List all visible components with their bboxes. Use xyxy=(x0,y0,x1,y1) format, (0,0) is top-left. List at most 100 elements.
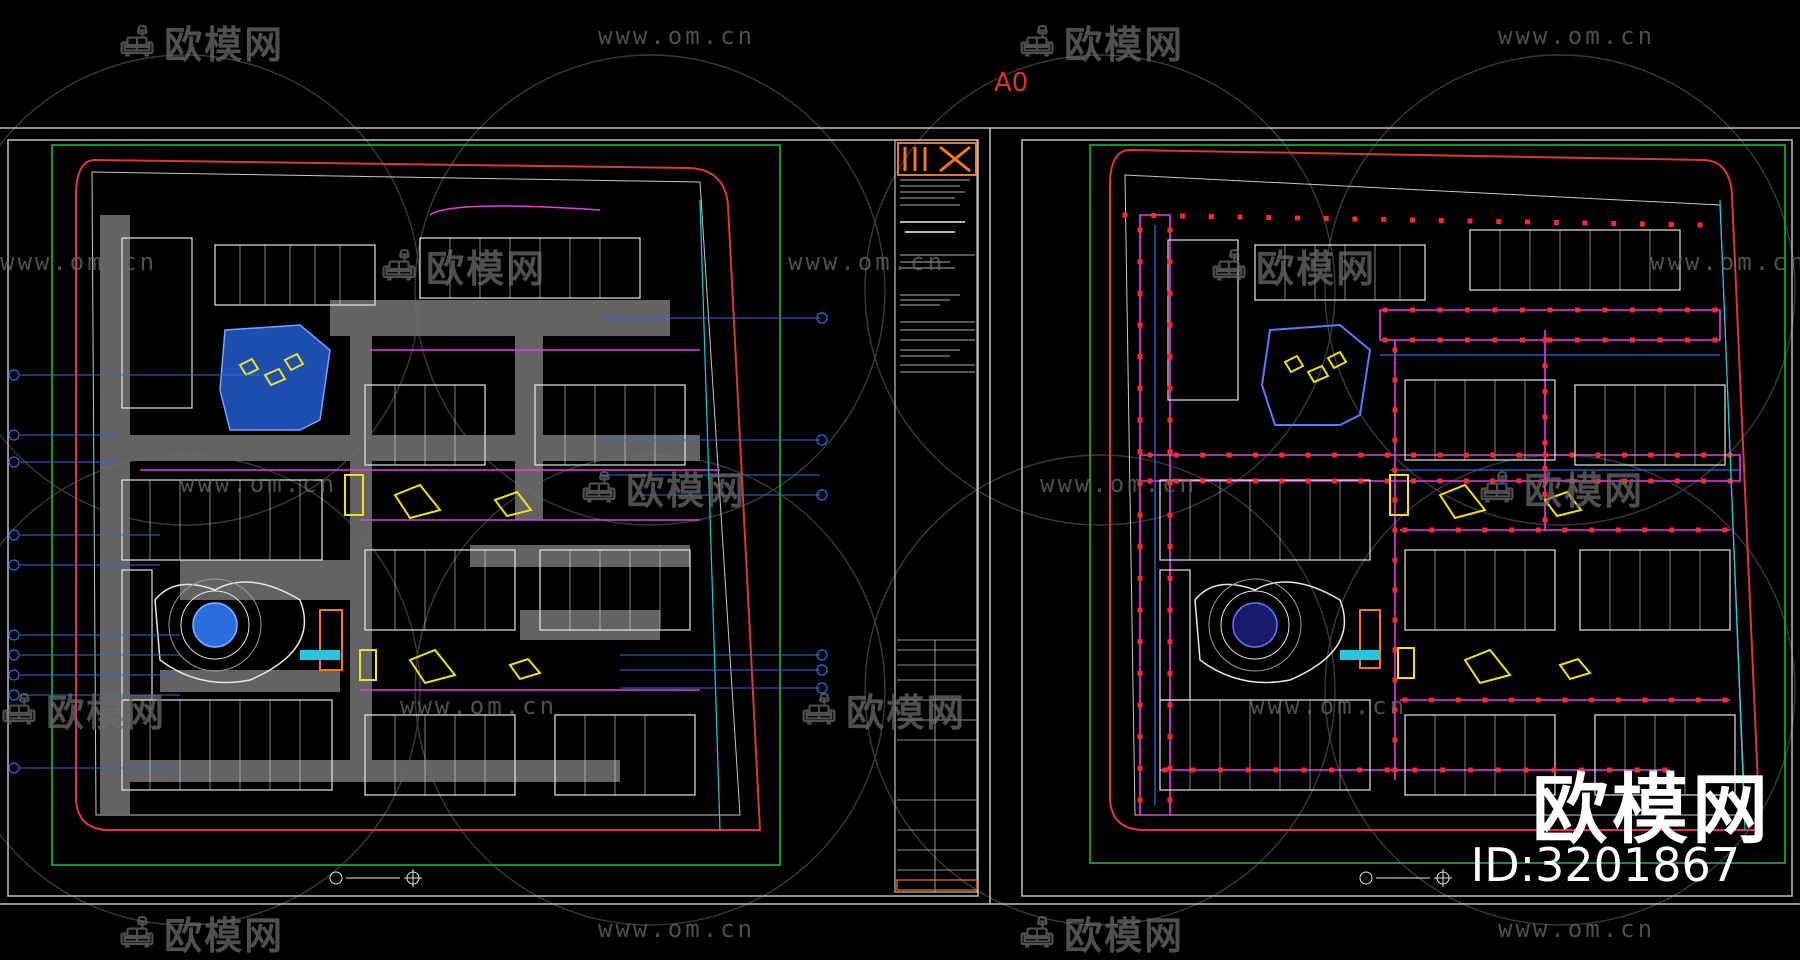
light-fixture xyxy=(1412,767,1418,773)
model-id-label: ID:3201867 xyxy=(1470,838,1740,892)
light-fixture xyxy=(1295,215,1300,221)
light-fixture xyxy=(1137,797,1143,803)
light-fixture xyxy=(1669,697,1675,703)
light-fixture xyxy=(1668,222,1674,227)
light-fixture xyxy=(1516,478,1522,484)
light-fixture xyxy=(1410,307,1415,313)
light-fixture xyxy=(1482,697,1488,703)
light-fixture xyxy=(1535,527,1541,533)
light-fixture xyxy=(1190,767,1196,773)
light-fixture xyxy=(1147,478,1153,484)
watermark-brand: 欧模网 xyxy=(1256,247,1377,291)
light-fixture xyxy=(1392,617,1398,623)
light-fixture xyxy=(1455,527,1461,533)
light-fixture xyxy=(1606,767,1612,773)
light-fixture xyxy=(1208,214,1214,219)
light-fixture xyxy=(1167,385,1173,391)
light-fixture xyxy=(1200,478,1206,484)
watermark-url: www.om.cn xyxy=(1498,915,1656,943)
light-fixture xyxy=(1167,797,1173,803)
light-fixture xyxy=(1226,478,1232,484)
light-fixture xyxy=(1468,767,1474,773)
light-fixture xyxy=(1382,307,1388,313)
sheet-size-label: A0 xyxy=(994,68,1029,98)
light-fixture xyxy=(1305,478,1311,484)
watermark-url: www.om.cn xyxy=(598,915,756,943)
light-fixture xyxy=(1252,478,1258,484)
light-fixture xyxy=(1137,227,1143,233)
light-fixture xyxy=(1492,337,1498,343)
watermark-url: www.om.cn xyxy=(0,248,158,276)
light-fixture xyxy=(1392,407,1398,413)
light-fixture xyxy=(1516,452,1522,458)
light-fixture xyxy=(1722,527,1728,533)
light-fixture xyxy=(1492,307,1498,313)
light-fixture xyxy=(1622,478,1628,484)
light-fixture xyxy=(1657,307,1663,313)
light-fixture xyxy=(1520,307,1525,313)
light-fixture xyxy=(1384,767,1390,773)
light-fixture xyxy=(1167,734,1173,740)
light-fixture xyxy=(1392,677,1398,683)
watermark-url: www.om.cn xyxy=(1040,470,1198,498)
light-fixture xyxy=(1167,449,1173,455)
light-fixture xyxy=(1147,452,1153,458)
light-fixture xyxy=(1301,767,1307,773)
light-fixture xyxy=(1727,478,1733,484)
light-fixture xyxy=(1137,670,1143,676)
light-fixture xyxy=(1589,697,1595,703)
light-fixture xyxy=(1465,337,1470,343)
light-fixture xyxy=(1482,527,1488,533)
light-fixture xyxy=(1455,697,1461,703)
light-fixture xyxy=(1392,767,1398,773)
light-fixture xyxy=(1167,765,1173,771)
watermark-logo: 🛋欧模网 xyxy=(118,905,284,960)
light-fixture xyxy=(1669,527,1675,533)
lighting-fixtures xyxy=(1122,212,1733,803)
light-fixture xyxy=(1382,337,1388,343)
light-fixture xyxy=(1266,215,1272,220)
light-fixture xyxy=(1429,697,1435,703)
sofa-icon: 🛋 xyxy=(1018,24,1059,59)
light-fixture xyxy=(1137,354,1143,360)
light-fixture xyxy=(1167,575,1173,581)
sofa-icon: 🛋 xyxy=(380,248,421,283)
light-fixture xyxy=(1437,452,1443,458)
light-fixture xyxy=(1701,478,1707,484)
light-fixture xyxy=(1167,417,1173,423)
light-fixture xyxy=(1162,767,1168,773)
light-fixture xyxy=(1642,527,1648,533)
light-fixture xyxy=(1392,707,1398,713)
light-fixture xyxy=(1167,512,1173,518)
watermark-logo: 🛋欧模网 xyxy=(118,14,284,69)
watermark-url: www.om.cn xyxy=(788,248,946,276)
watermark-brand: 欧模网 xyxy=(846,691,967,735)
light-fixture xyxy=(1137,639,1143,645)
light-fixture xyxy=(1697,222,1703,228)
light-fixture xyxy=(1332,452,1338,458)
watermark-brand: 欧模网 xyxy=(426,247,547,291)
light-fixture xyxy=(1542,478,1548,484)
light-fixture xyxy=(1167,639,1173,645)
light-fixture xyxy=(1356,767,1362,773)
light-fixture xyxy=(1392,527,1398,533)
light-fixture xyxy=(1640,221,1645,227)
light-fixture xyxy=(1496,219,1502,224)
light-fixture xyxy=(1542,452,1548,458)
light-fixture xyxy=(1547,337,1553,343)
watermark-logo: 🛋欧模网 xyxy=(1018,905,1184,960)
light-fixture xyxy=(1137,512,1143,518)
brand-watermark-large: 欧模网 xyxy=(1532,765,1772,854)
light-fixture xyxy=(1137,575,1143,581)
watermark-brand: 欧模网 xyxy=(164,23,285,67)
light-fixture xyxy=(1392,587,1398,593)
light-fixture xyxy=(1381,217,1387,222)
light-fixture xyxy=(1167,702,1173,708)
light-fixture xyxy=(1615,697,1621,703)
light-fixture xyxy=(1569,478,1575,484)
sofa-icon: 🛋 xyxy=(1210,248,1251,283)
sofa-icon: 🛋 xyxy=(118,24,159,59)
light-fixture xyxy=(1509,527,1515,533)
light-fixture xyxy=(1167,227,1173,233)
